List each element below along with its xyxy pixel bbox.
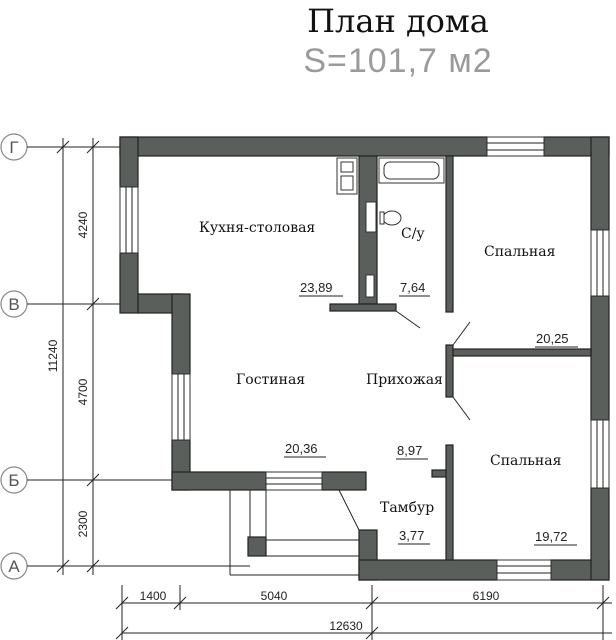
axis-g-label: Г (9, 138, 18, 157)
room-living-label: Гостиная (236, 372, 305, 388)
room-kitchen-area: 23,89 (300, 280, 333, 295)
room-bath-label: С/у (401, 226, 425, 242)
horizontal-dimensions: 1400 5040 6190 12630 (115, 585, 612, 640)
window-front (265, 471, 323, 491)
axis-markers: Г В Б А (0, 133, 250, 580)
dim-v3: 2300 (76, 510, 90, 537)
porch-outline (229, 489, 361, 576)
axis-b-label: Б (8, 471, 19, 490)
dim-h2: 5040 (261, 589, 288, 603)
dim-h3: 6190 (473, 589, 500, 603)
dim-h1: 1400 (140, 589, 167, 603)
window-bedroom1-top (486, 136, 545, 157)
room-labels: Кухня-столовая 23,89 С/у 7,64 Спальная 2… (199, 220, 578, 546)
dim-v2: 4700 (76, 378, 90, 405)
room-kitchen-label: Кухня-столовая (199, 220, 315, 236)
doors (395, 310, 471, 421)
window-bedroom1-side (590, 229, 610, 297)
room-bedroom2-area: 19,72 (535, 529, 568, 544)
washbasin-icon (365, 201, 377, 233)
dim-v1: 4240 (76, 211, 90, 238)
window-living (171, 373, 191, 441)
room-vestibule-label: Тамбур (380, 500, 434, 516)
room-bedroom2-label: Спальная (490, 453, 562, 469)
room-bath-area: 7,64 (400, 280, 425, 295)
room-hall-label: Прихожая (366, 372, 443, 388)
windows (119, 136, 610, 581)
plan-area: S=101,7 м2 (303, 42, 493, 80)
dim-vertical-total: 11240 (46, 339, 60, 372)
fixtures (336, 157, 445, 298)
window-bedroom2-bottom (496, 559, 552, 581)
plan-title: План дома (307, 2, 489, 40)
toilet-icon (382, 210, 402, 226)
room-living-area: 20,36 (285, 441, 318, 456)
room-vestibule-area: 3,77 (399, 528, 424, 543)
room-bedroom1-label: Спальная (484, 244, 556, 260)
exterior-walls (119, 136, 610, 581)
dim-horizontal-total: 12630 (329, 619, 363, 633)
boiler-icon (365, 274, 375, 298)
room-hall-area: 8,97 (397, 443, 422, 458)
window-kitchen (119, 186, 139, 254)
vertical-dimensions: 11240 4240 4700 2300 (46, 138, 100, 575)
axis-v-label: В (8, 295, 19, 314)
axis-a-label: А (8, 557, 20, 576)
window-bedroom2-side (590, 419, 610, 489)
room-bedroom1-area: 20,25 (536, 331, 569, 346)
